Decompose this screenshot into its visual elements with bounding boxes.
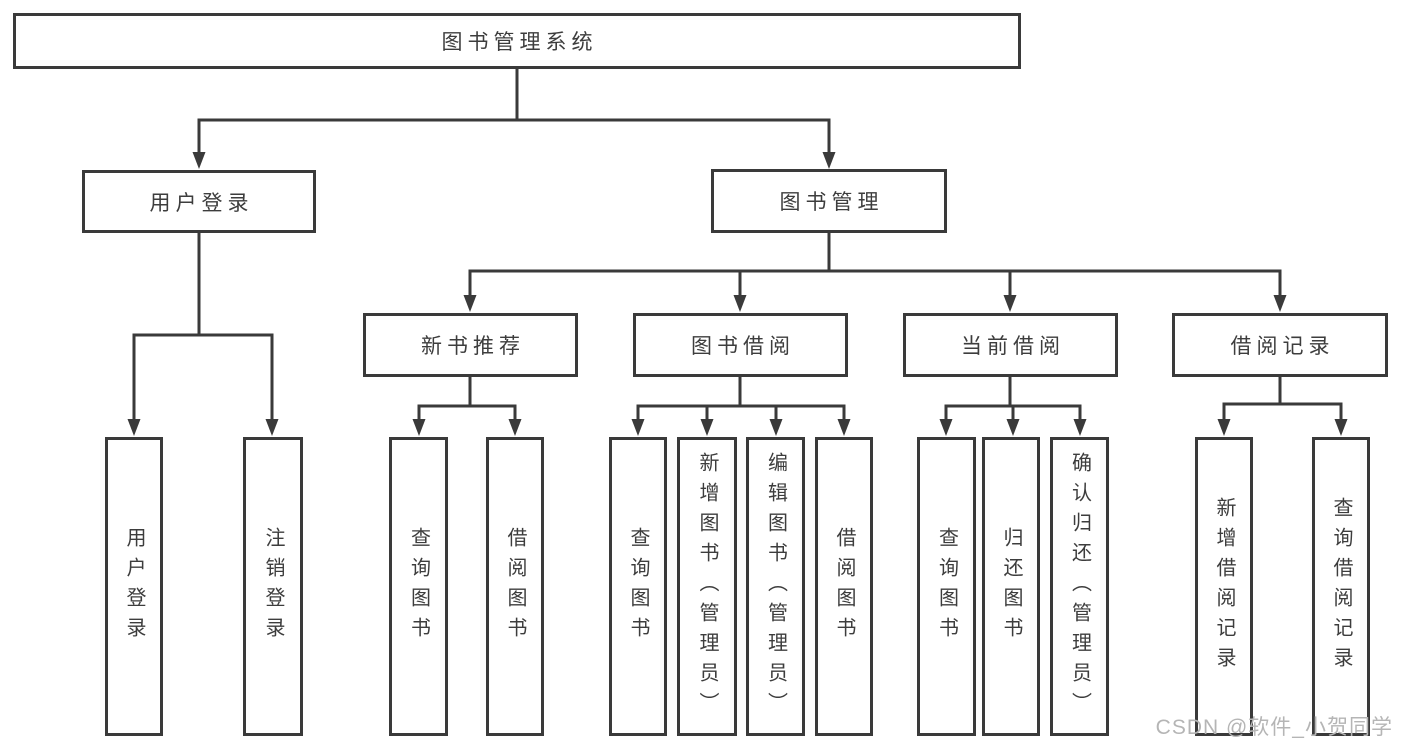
connector-book-management-children bbox=[468, 233, 1282, 302]
leaf-query-books-recommend-label: 查询图书 bbox=[407, 526, 430, 647]
node-user-login-label: 用户登录 bbox=[149, 191, 254, 215]
leaf-query-borrow-record-label: 查询借阅记录 bbox=[1330, 496, 1352, 677]
node-borrow-records: 借阅记录 bbox=[1172, 313, 1388, 377]
leaf-query-books-current: 查询图书 bbox=[917, 437, 976, 736]
leaf-edit-book-admin: 编辑图书（管理员） bbox=[746, 437, 805, 736]
node-root-label: 图书管理系统 bbox=[441, 31, 598, 54]
node-root: 图书管理系统 bbox=[13, 13, 1021, 69]
node-book-borrow: 图书借阅 bbox=[633, 313, 848, 377]
leaf-logout-label: 注销登录 bbox=[262, 526, 284, 647]
leaf-query-books-borrow-label: 查询图书 bbox=[627, 526, 649, 647]
connector-book-borrow-children bbox=[636, 377, 846, 426]
leaf-return-books-label: 归还图书 bbox=[1000, 526, 1022, 647]
leaf-query-books-recommend: 查询图书 bbox=[389, 437, 448, 736]
leaf-borrow-books-recommend-label: 借阅图书 bbox=[504, 526, 526, 647]
node-borrow-records-label: 借阅记录 bbox=[1230, 335, 1335, 358]
leaf-return-books: 归还图书 bbox=[982, 437, 1040, 736]
leaf-user-login: 用户登录 bbox=[105, 437, 163, 736]
node-current-borrow: 当前借阅 bbox=[903, 313, 1118, 377]
leaf-add-book-admin: 新增图书（管理员） bbox=[677, 437, 737, 736]
leaf-logout: 注销登录 bbox=[243, 437, 303, 736]
leaf-edit-book-admin-label: 编辑图书（管理员） bbox=[764, 451, 787, 722]
node-book-borrow-label: 图书借阅 bbox=[691, 335, 795, 358]
node-book-management: 图书管理 bbox=[711, 169, 947, 233]
node-new-book-recommend: 新书推荐 bbox=[363, 313, 578, 377]
csdn-watermark: CSDN @软件_小贺同学 bbox=[1155, 716, 1393, 739]
leaf-query-books-borrow: 查询图书 bbox=[609, 437, 667, 736]
leaf-query-borrow-record: 查询借阅记录 bbox=[1312, 437, 1370, 736]
leaf-borrow-books-recommend: 借阅图书 bbox=[486, 437, 544, 736]
leaf-confirm-return-admin-label: 确认归还（管理员） bbox=[1068, 451, 1091, 722]
arrowheads bbox=[127, 152, 1348, 436]
leaf-add-borrow-record-label: 新增借阅记录 bbox=[1213, 496, 1235, 677]
connector-new-book-children bbox=[417, 377, 517, 426]
connector-current-borrow-children bbox=[944, 377, 1082, 426]
leaf-user-login-label: 用户登录 bbox=[123, 526, 145, 647]
node-user-login: 用户登录 bbox=[82, 170, 316, 233]
leaf-query-books-current-label: 查询图书 bbox=[935, 526, 958, 647]
leaf-confirm-return-admin: 确认归还（管理员） bbox=[1050, 437, 1109, 736]
connector-borrow-records-children bbox=[1222, 377, 1343, 426]
leaf-add-book-admin-label: 新增图书（管理员） bbox=[696, 451, 718, 722]
leaf-borrow-books-label: 借阅图书 bbox=[833, 526, 855, 647]
node-book-management-label: 图书管理 bbox=[779, 191, 884, 214]
connector-user-login-children bbox=[132, 233, 274, 426]
leaf-borrow-books: 借阅图书 bbox=[815, 437, 873, 736]
leaf-add-borrow-record: 新增借阅记录 bbox=[1195, 437, 1253, 736]
node-new-book-recommend-label: 新书推荐 bbox=[421, 335, 525, 358]
node-current-borrow-label: 当前借阅 bbox=[961, 335, 1065, 358]
connector-root-to-level2 bbox=[197, 68, 831, 158]
